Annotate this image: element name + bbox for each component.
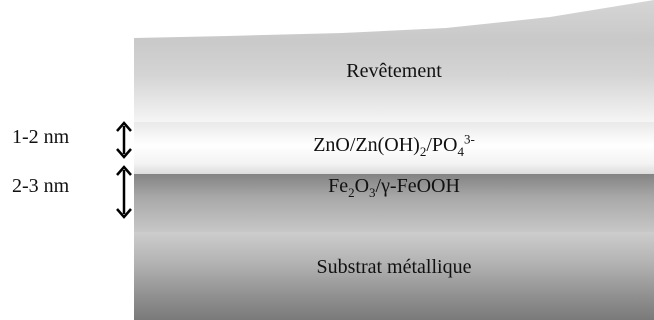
iron-oxide-thickness-arrow-icon xyxy=(116,165,132,219)
iron-oxide-thickness-label: 2-3 nm xyxy=(12,175,70,197)
zn-formula-part-2: /PO xyxy=(426,134,458,156)
zn-formula-sub-1: 2 xyxy=(419,144,427,159)
fe-formula-sub-1: 2 xyxy=(348,185,355,200)
zinc-phosphate-thickness-arrow-icon xyxy=(116,121,132,159)
fe-formula-sub-2: 3 xyxy=(369,185,376,200)
zn-formula-sub-2: 4 xyxy=(457,144,464,159)
zn-formula-part-1: ZnO/Zn(OH) xyxy=(313,134,420,156)
coating-label: Revêtement xyxy=(346,60,442,82)
iron-oxide-layer: Fe2O3/γ-FeOOH xyxy=(134,174,654,232)
substrate-label: Substrat métallique xyxy=(316,256,472,278)
zinc-phosphate-thickness-label: 1-2 nm xyxy=(12,126,70,148)
zinc-phosphate-layer: ZnO/Zn(OH)2/PO43- xyxy=(134,122,654,174)
zinc-phosphate-label: ZnO/Zn(OH)2/PO43- xyxy=(134,131,654,159)
iron-oxide-label: Fe2O3/γ-FeOOH xyxy=(134,175,654,200)
fe-formula-part-2: O xyxy=(354,175,370,197)
substrate-layer: Substrat métallique xyxy=(134,232,654,320)
zn-formula-sup: 3- xyxy=(463,131,475,147)
fe-formula-part-1: Fe xyxy=(328,175,349,197)
coating-layer: Revêtement xyxy=(134,0,654,122)
fe-formula-part-3: /γ-FeOOH xyxy=(375,175,460,197)
